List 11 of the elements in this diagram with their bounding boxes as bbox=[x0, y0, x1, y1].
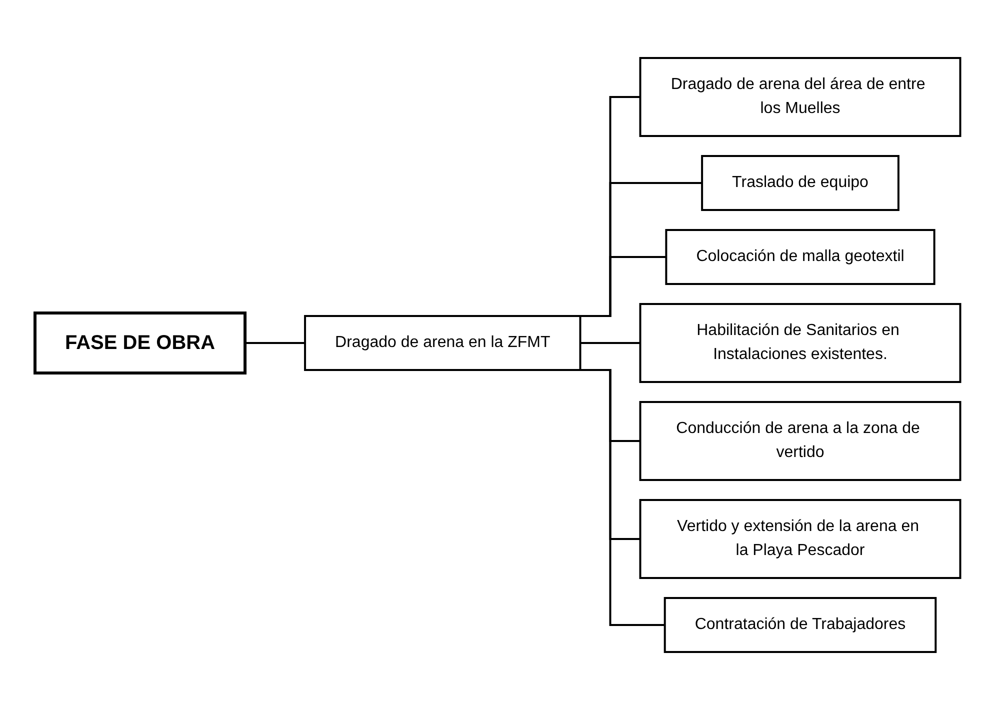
node-box: Dragado de arena en la ZFMT bbox=[304, 315, 582, 371]
node-box: Traslado de equipo bbox=[701, 155, 900, 211]
node-box: Vertido y extensión de la arena en la Playa Pescador bbox=[640, 499, 962, 579]
node-box: Habilitación de Sanitarios en Instalaciones existentes. bbox=[640, 303, 962, 383]
connector bbox=[580, 342, 642, 344]
node-box: FASE DE OBRA bbox=[34, 312, 247, 374]
node-box: Colocación de malla geotextil bbox=[666, 229, 936, 285]
node-box: Contratación de Trabajadores bbox=[664, 597, 938, 653]
node-box: Conducción de arena a la zona de vertido bbox=[640, 401, 962, 481]
node-box: Dragado de arena del área de entre los Muelles bbox=[640, 57, 962, 137]
connector bbox=[245, 342, 306, 344]
